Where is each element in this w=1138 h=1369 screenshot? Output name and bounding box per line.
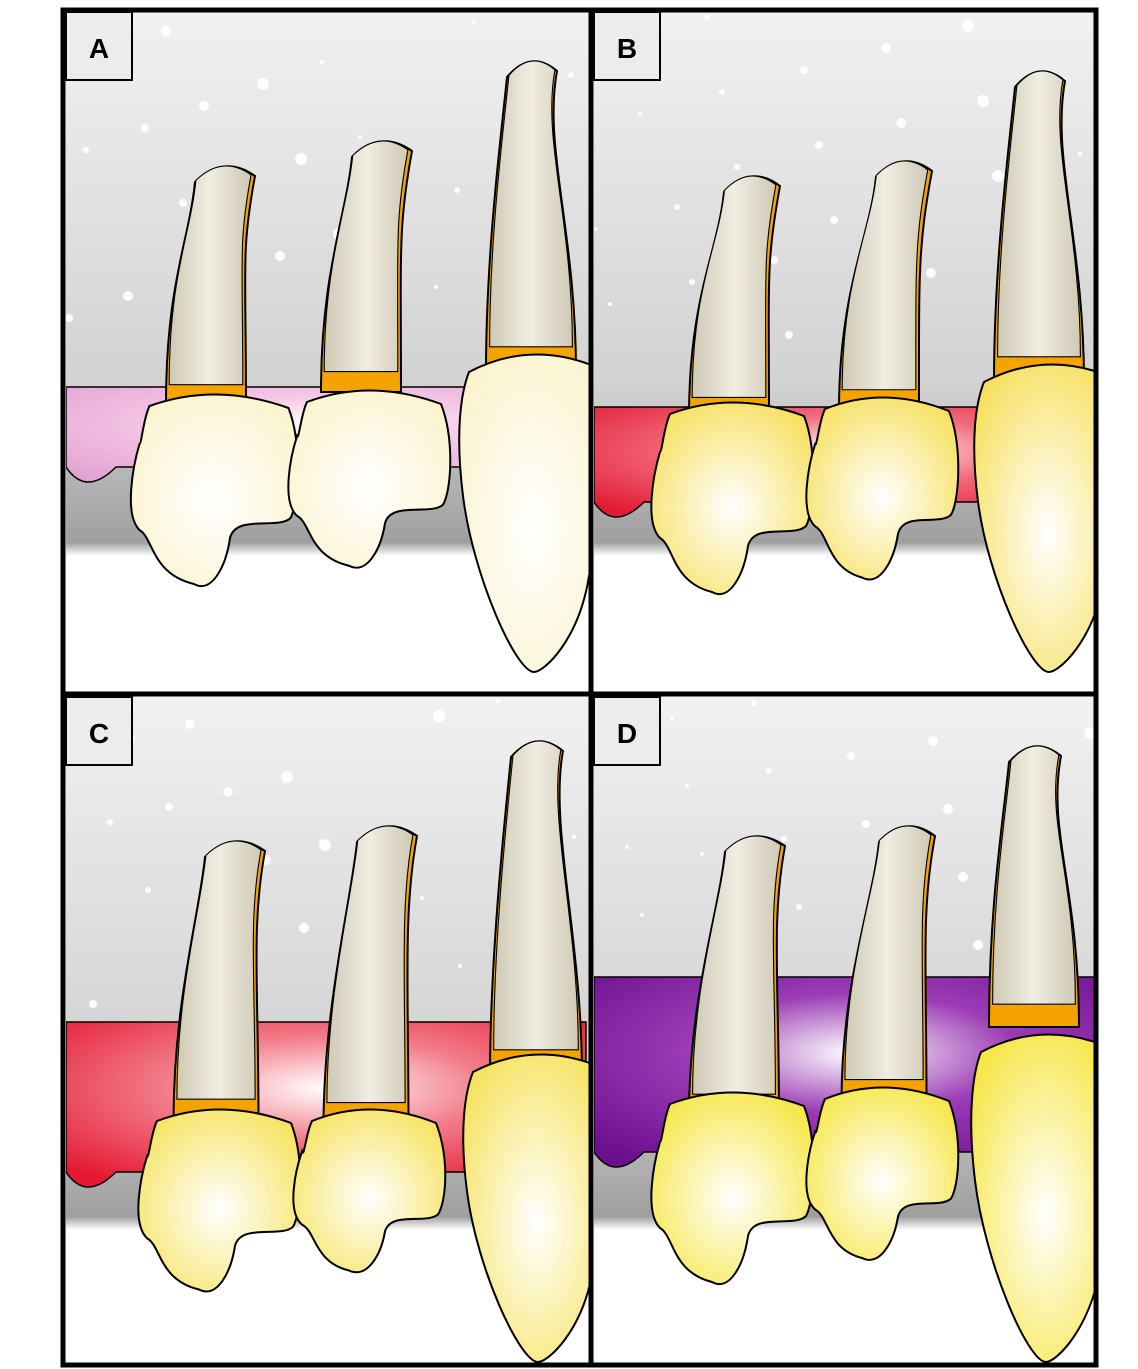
speckle (593, 227, 597, 231)
speckle (896, 118, 906, 128)
speckle (199, 101, 209, 111)
speckle (107, 819, 113, 825)
speckle (472, 20, 476, 24)
speckle (123, 291, 133, 301)
speckle (928, 736, 938, 746)
panel-label-c: C (66, 697, 132, 765)
speckle (926, 268, 936, 278)
speckle (638, 112, 642, 116)
speckle (751, 700, 757, 706)
speckle (319, 839, 331, 851)
speckle (689, 279, 695, 285)
speckle (958, 872, 968, 882)
speckle (881, 43, 891, 53)
speckle (766, 768, 772, 774)
speckle (496, 699, 500, 703)
speckle (458, 964, 462, 968)
speckle (358, 135, 362, 139)
panel-d: D (594, 697, 1120, 1363)
speckle (275, 251, 285, 261)
speckle (625, 845, 629, 849)
speckle (977, 95, 989, 107)
speckle (640, 913, 644, 917)
speckle (674, 204, 680, 210)
panel-label-text: C (89, 718, 109, 749)
speckle (704, 14, 710, 20)
speckle (734, 164, 740, 170)
speckle (295, 153, 307, 165)
speckle (800, 66, 808, 74)
speckle (796, 904, 802, 910)
speckle (434, 285, 438, 289)
speckle (257, 78, 269, 90)
panel-a: A (65, 12, 608, 692)
speckle (572, 835, 576, 839)
panel-label-text: A (89, 33, 109, 64)
panel-b: B (593, 12, 1123, 692)
panel-label-d: D (594, 697, 660, 765)
speckle (815, 141, 823, 149)
speckle (700, 852, 704, 856)
speckle (420, 896, 424, 900)
speckle (145, 887, 151, 893)
speckle (89, 1000, 97, 1008)
speckle (670, 716, 674, 720)
speckle (1078, 152, 1082, 156)
speckle (992, 170, 1004, 182)
speckle (185, 719, 195, 729)
speckle (320, 60, 324, 64)
speckle (454, 187, 460, 193)
speckle (973, 940, 983, 950)
speckle (785, 331, 793, 339)
speckle (862, 820, 870, 828)
panel-label-a: A (66, 12, 132, 80)
speckle (685, 784, 689, 788)
speckle (179, 199, 187, 207)
speckle (962, 20, 974, 32)
speckle (433, 710, 445, 722)
panel-label-text: B (617, 33, 637, 64)
speckle (781, 836, 787, 842)
speckle (65, 314, 73, 322)
speckle (847, 752, 855, 760)
speckle (281, 771, 293, 783)
speckle (165, 803, 173, 811)
speckle (943, 804, 953, 814)
panel-c: C (66, 697, 612, 1363)
speckle (608, 302, 612, 306)
speckle (299, 923, 309, 933)
speckle (83, 147, 89, 153)
panel-label-b: B (594, 12, 660, 80)
speckle (141, 124, 149, 132)
speckle (719, 89, 725, 95)
panel-label-text: D (617, 718, 637, 749)
speckle (830, 216, 838, 224)
speckle (568, 72, 574, 78)
speckle (223, 787, 233, 797)
speckle (161, 26, 171, 36)
